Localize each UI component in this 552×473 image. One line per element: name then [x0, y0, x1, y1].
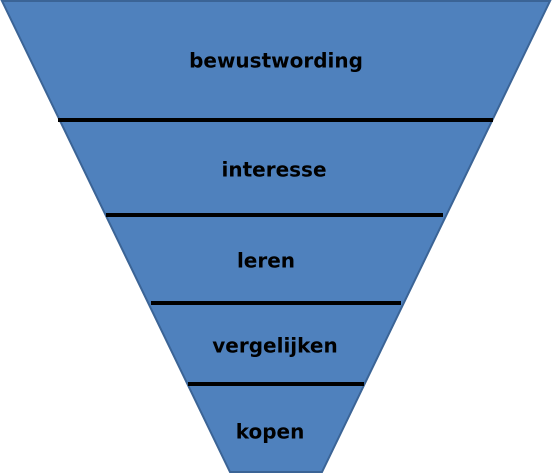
stage-label-leren: leren [237, 249, 295, 273]
stage-label-bewustwording: bewustwording [189, 49, 363, 73]
stage-label-vergelijken: vergelijken [212, 334, 337, 358]
stage-label-kopen: kopen [236, 420, 305, 444]
stage-label-interesse: interesse [221, 158, 326, 182]
